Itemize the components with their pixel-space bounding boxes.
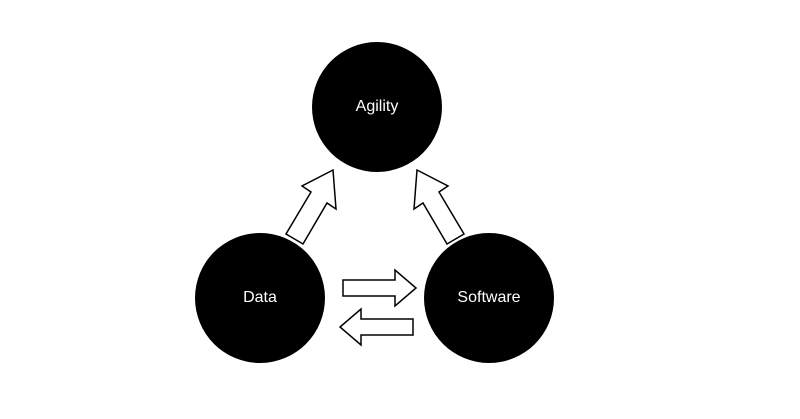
node-agility-circle	[312, 42, 442, 172]
node-agility-label: Agility	[356, 98, 399, 115]
arrow-software-to-agility	[413, 168, 466, 246]
arrow-data-to-software	[342, 268, 418, 308]
node-data-circle	[195, 233, 325, 363]
arrow-software-to-data	[338, 307, 414, 347]
arrow-data-to-agility	[284, 168, 337, 246]
node-software: Software	[424, 233, 554, 363]
node-software-circle	[424, 233, 554, 363]
node-data-label: Data	[243, 289, 277, 306]
node-agility: Agility	[312, 42, 442, 172]
node-software-label: Software	[457, 289, 520, 306]
node-data: Data	[195, 233, 325, 363]
